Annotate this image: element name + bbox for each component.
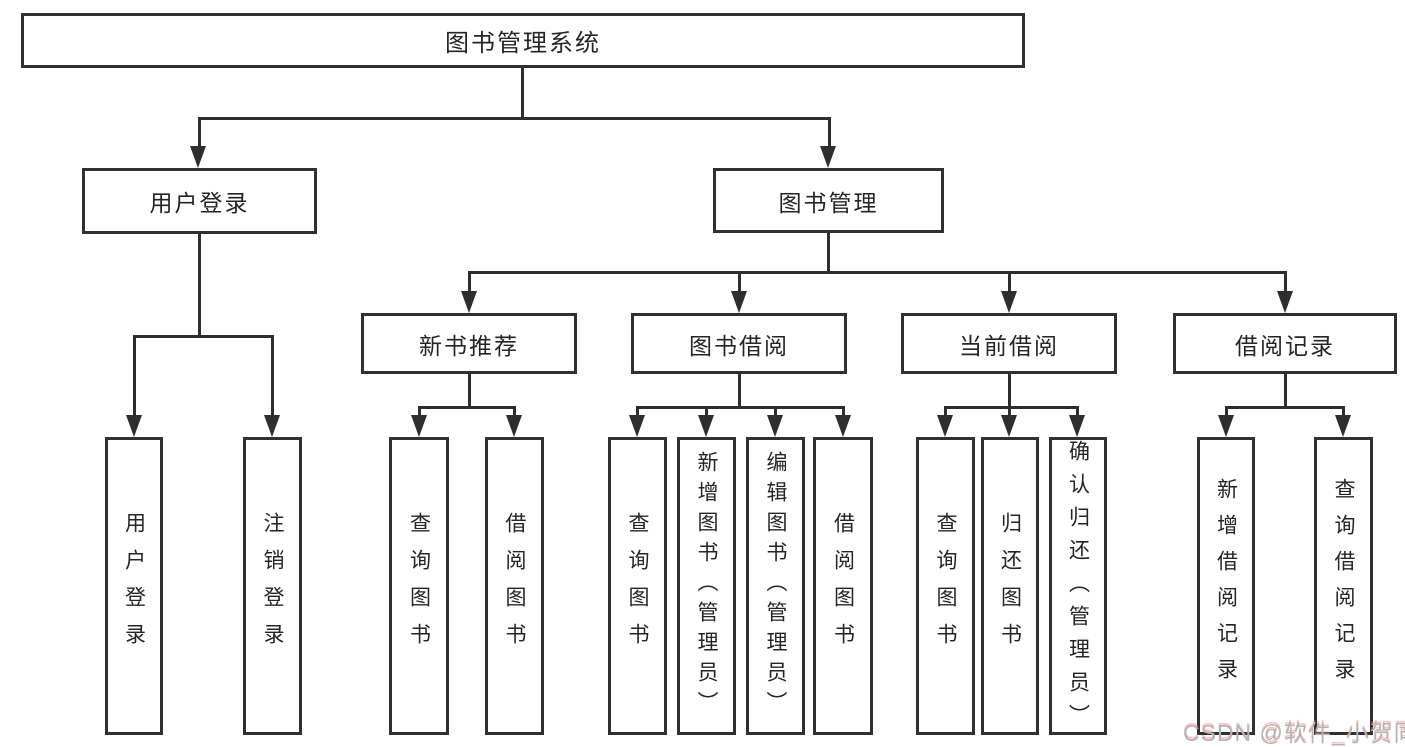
arrow-down-icon [767, 415, 783, 437]
connector-line [198, 234, 201, 337]
leaf-records-query: 查询借阅记录 [1314, 437, 1373, 735]
node-user-login: 用户登录 [82, 168, 317, 234]
connector-line [468, 271, 1286, 274]
leaf-logout-label: 注销登录 [261, 512, 284, 660]
leaf-records-add-label: 新增借阅记录 [1214, 478, 1238, 694]
node-book-mgmt-label: 图书管理 [778, 189, 879, 216]
leaf-user-login: 用户登录 [105, 437, 163, 735]
connector-line [1008, 374, 1011, 408]
leaf-bookborrow-borrow-label: 借阅图书 [831, 512, 855, 660]
leaf-newbooks-query-label: 查询图书 [407, 512, 431, 660]
leaf-logout: 注销登录 [243, 437, 302, 735]
connector-line [271, 335, 274, 419]
arrow-down-icon [190, 146, 206, 168]
connector-line [944, 406, 1079, 409]
leaf-records-query-label: 查询借阅记录 [1332, 478, 1355, 694]
connector-line [198, 117, 201, 150]
connector-line [198, 117, 831, 120]
arrow-down-icon [1335, 415, 1351, 437]
leaf-bookborrow-add-label: 新增图书（管理员） [695, 451, 718, 721]
node-borrow-records-label: 借阅记录 [1235, 332, 1335, 359]
leaf-records-add: 新增借阅记录 [1197, 437, 1255, 735]
arrow-down-icon [264, 415, 280, 437]
arrow-down-icon [820, 146, 836, 168]
connector-line [636, 406, 639, 420]
arrow-down-icon [1069, 415, 1085, 437]
node-book-mgmt: 图书管理 [713, 168, 944, 233]
arrow-down-icon [506, 415, 522, 437]
arrow-down-icon [1001, 415, 1017, 437]
arrow-down-icon [411, 415, 427, 437]
node-new-books: 新书推荐 [361, 313, 577, 374]
arrow-down-icon [1218, 415, 1234, 437]
connector-line [1225, 406, 1345, 409]
leaf-current-query: 查询图书 [916, 437, 975, 735]
arrow-down-icon [731, 291, 747, 313]
connector-line [705, 406, 708, 420]
arrow-down-icon [1277, 291, 1293, 313]
leaf-current-query-label: 查询图书 [934, 512, 957, 660]
connector-line [738, 271, 741, 294]
node-root-label: 图书管理系统 [445, 30, 601, 57]
leaf-current-return-label: 归还图书 [998, 512, 1022, 660]
connector-line [1284, 374, 1287, 408]
connector-line [133, 335, 136, 419]
connector-line [513, 406, 516, 420]
node-root: 图书管理系统 [21, 13, 1025, 68]
leaf-bookborrow-query-label: 查询图书 [626, 512, 649, 660]
leaf-current-confirm-label: 确认归还（管理员） [1066, 440, 1090, 737]
arrow-down-icon [835, 415, 851, 437]
connector-line [774, 406, 777, 420]
connector-line [468, 374, 471, 408]
leaf-user-login-label: 用户登录 [122, 512, 146, 660]
csdn-watermark: CSDN @软件_小贺同学 [1183, 720, 1405, 746]
connector-line [636, 406, 844, 409]
arrow-down-icon [126, 415, 142, 437]
connector-line [521, 68, 524, 118]
connector-line [828, 117, 831, 150]
node-new-books-label: 新书推荐 [419, 332, 519, 359]
node-book-borrow-label: 图书借阅 [689, 332, 789, 359]
node-borrow-records: 借阅记录 [1173, 313, 1397, 374]
connector-line [944, 406, 947, 420]
connector-line [1342, 406, 1345, 420]
leaf-current-return: 归还图书 [981, 437, 1039, 735]
leaf-newbooks-borrow: 借阅图书 [485, 437, 544, 735]
connector-line [1284, 271, 1287, 294]
arrow-down-icon [937, 415, 953, 437]
node-book-borrow: 图书借阅 [631, 313, 847, 374]
connector-line [418, 406, 516, 409]
connector-line [1225, 406, 1228, 420]
node-current-borrow-label: 当前借阅 [959, 332, 1059, 359]
arrow-down-icon [461, 291, 477, 313]
leaf-bookborrow-edit-label: 编辑图书（管理员） [764, 451, 787, 721]
connector-line [1076, 406, 1079, 420]
arrow-down-icon [698, 415, 714, 437]
connector-line [842, 406, 845, 420]
connector-line [738, 374, 741, 408]
leaf-bookborrow-edit: 编辑图书（管理员） [746, 437, 805, 735]
node-current-borrow: 当前借阅 [901, 313, 1117, 374]
connector-line [468, 271, 471, 294]
arrow-down-icon [1001, 291, 1017, 313]
connector-line [1008, 271, 1011, 294]
node-user-login-label: 用户登录 [149, 190, 250, 216]
connector-line [827, 233, 830, 273]
leaf-bookborrow-borrow: 借阅图书 [813, 437, 873, 735]
leaf-bookborrow-query: 查询图书 [608, 437, 667, 735]
connector-line [1008, 406, 1011, 420]
connector-line [133, 335, 274, 338]
arrow-down-icon [629, 415, 645, 437]
leaf-newbooks-query: 查询图书 [389, 437, 449, 735]
leaf-newbooks-borrow-label: 借阅图书 [503, 512, 526, 660]
connector-line [418, 406, 421, 420]
leaf-current-confirm: 确认归还（管理员） [1049, 437, 1107, 737]
leaf-bookborrow-add: 新增图书（管理员） [677, 437, 736, 735]
